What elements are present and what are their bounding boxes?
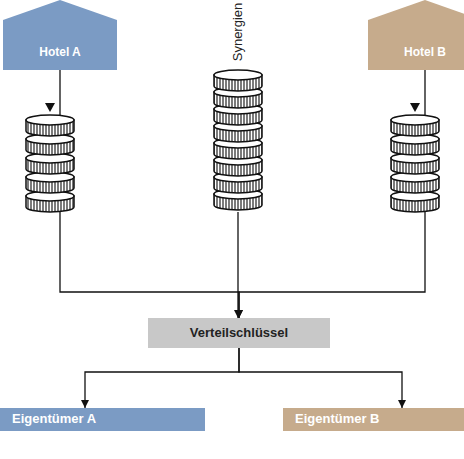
hotel-name: Hotel A <box>3 46 117 60</box>
arrow-head <box>45 103 55 112</box>
key-box: Verteilschlüssel <box>148 318 330 348</box>
owner-name: Eigentümer A <box>12 412 96 427</box>
owner-name: Eigentümer B <box>295 412 380 427</box>
connector <box>85 348 239 408</box>
hotel-house: Hotel A <box>3 0 117 70</box>
coin-stack <box>26 115 74 212</box>
house-outline <box>3 0 117 70</box>
coin-top <box>391 115 439 125</box>
connector <box>60 70 239 318</box>
coin-stack-node: Synergien <box>210 0 266 212</box>
arrow-head <box>410 103 420 112</box>
coin-top <box>26 115 74 125</box>
owner-bar: Eigentümer B <box>283 408 464 431</box>
house-shape <box>3 0 117 70</box>
house-outline <box>368 0 464 70</box>
coin-top <box>214 70 262 80</box>
coin-stack <box>391 115 439 212</box>
house-shape <box>368 0 464 70</box>
coin-stack <box>214 70 262 210</box>
owner-bar: Eigentümer A <box>0 408 205 431</box>
stack-label: Synergien <box>231 3 246 62</box>
hotel-name: Hotel B <box>368 46 464 60</box>
hotel-house: Hotel B <box>368 0 464 70</box>
box-label: Verteilschlüssel <box>190 326 288 341</box>
connector <box>239 348 402 408</box>
